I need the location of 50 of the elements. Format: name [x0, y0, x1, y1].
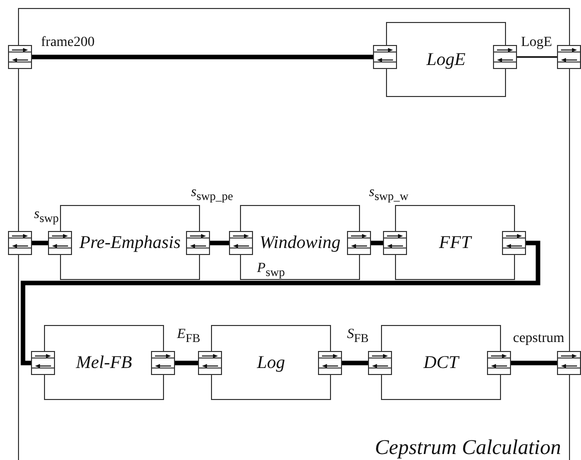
edge-label: S$_{FB}$ [346, 328, 370, 344]
process-block [211, 325, 331, 400]
port-box [186, 231, 210, 255]
block-title: FFT [438, 232, 471, 253]
port-box [31, 351, 55, 375]
signal-line [175, 360, 198, 366]
process-block [44, 325, 164, 400]
signal-line [32, 54, 373, 60]
port-box [557, 351, 581, 375]
port-box [318, 351, 342, 375]
edge-label: cepstrum [512, 332, 566, 346]
block-title: LogE [426, 49, 466, 70]
block-title: Log [256, 352, 285, 373]
signal-line [342, 360, 368, 366]
subsystem-title: Cepstrum Calculation [374, 435, 561, 460]
port-box [8, 231, 32, 255]
port-box [347, 231, 371, 255]
edge-label: LogE [520, 36, 554, 50]
process-block [381, 325, 501, 400]
signal-line [32, 240, 48, 246]
signal-line [511, 360, 557, 366]
edge-label: P$_{swp}$ [256, 262, 286, 278]
block-title: DCT [423, 352, 458, 373]
edge-label: s$_{swp_w}$ [368, 186, 410, 202]
signal-line [20, 240, 540, 366]
port-box [368, 351, 392, 375]
process-block [386, 22, 506, 97]
block-title: Pre-Emphasis [79, 232, 181, 253]
port-box [487, 351, 511, 375]
port-box [383, 231, 407, 255]
port-box [502, 231, 526, 255]
signal-line [210, 240, 229, 246]
edge-label: E$_{FB}$ [176, 328, 202, 344]
port-box [151, 351, 175, 375]
process-block [395, 205, 515, 280]
edge-label: s$_{swp_pe}$ [190, 186, 234, 202]
port-box [198, 351, 222, 375]
block-title: Mel-FB [76, 352, 132, 373]
port-box [557, 45, 581, 69]
port-box [493, 45, 517, 69]
port-box [373, 45, 397, 69]
edge-label: s$_{swp}$ [33, 208, 60, 224]
port-box [8, 45, 32, 69]
process-block [60, 205, 200, 280]
block-title: Windowing [259, 232, 340, 253]
subsystem-frame [18, 8, 570, 460]
signal-line [371, 240, 383, 246]
port-box [229, 231, 253, 255]
port-box [48, 231, 72, 255]
signal-line [517, 56, 557, 58]
